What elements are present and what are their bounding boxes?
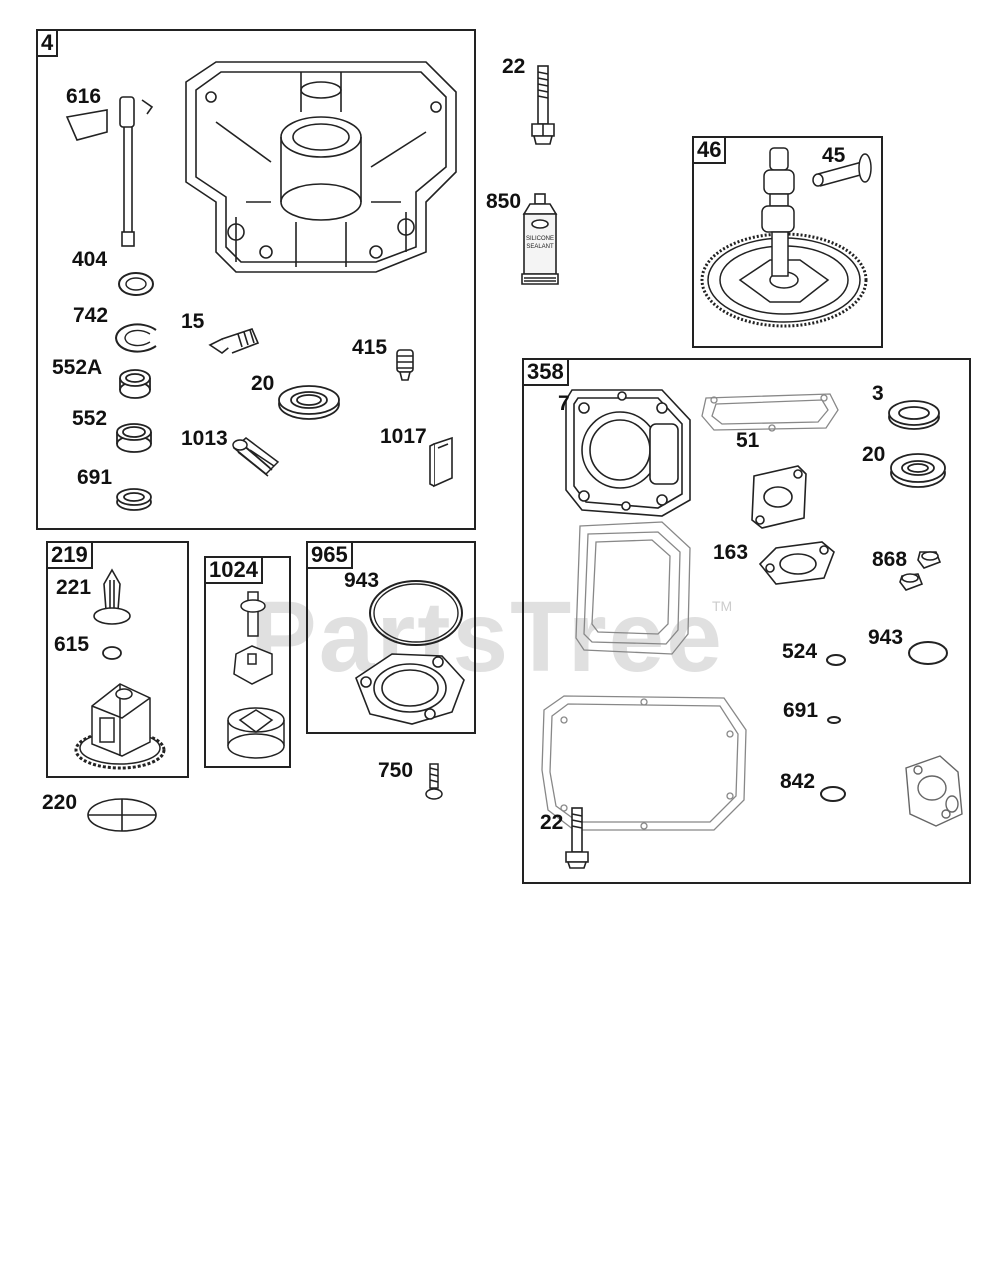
- label-552: 552: [72, 407, 108, 430]
- group-46-tag: 46: [694, 138, 727, 164]
- label-943-box: 943: [344, 569, 380, 592]
- label-221: 221: [56, 576, 92, 599]
- screw-750-drawing[interactable]: [424, 762, 444, 802]
- label-691-gasket: 691: [783, 699, 819, 722]
- gasket-51-drawing[interactable]: [748, 462, 810, 532]
- washer-220-drawing[interactable]: [84, 795, 160, 835]
- crankcase-drawing[interactable]: [176, 52, 466, 277]
- label-7: 7: [558, 392, 570, 415]
- label-868: 868: [872, 548, 908, 571]
- label-415: 415: [352, 336, 388, 359]
- group-965-tag: 965: [308, 543, 353, 569]
- seal-20-drawing[interactable]: [276, 382, 342, 422]
- label-850: 850: [486, 190, 522, 213]
- group-4-box: 4: [36, 29, 476, 530]
- seal-691-gasket-drawing[interactable]: [826, 714, 842, 726]
- o-ring-943-gasket-drawing[interactable]: [906, 638, 950, 668]
- bolt-22-top-drawing[interactable]: [530, 64, 556, 146]
- seal-20-gasket-drawing[interactable]: [888, 450, 948, 490]
- label-552a: 552A: [52, 356, 103, 379]
- seal-842-drawing[interactable]: [818, 784, 848, 804]
- label-22-top: 22: [502, 55, 526, 78]
- group-1024-box: 1024: [204, 556, 291, 768]
- o-ring-943-drawing[interactable]: [366, 578, 466, 648]
- gasket-valve-cover-drawing[interactable]: [700, 388, 840, 436]
- bolt-22-gasket-drawing[interactable]: [564, 806, 590, 870]
- flange-seal-drawing[interactable]: [352, 648, 468, 728]
- retainer-615-drawing[interactable]: [100, 644, 124, 662]
- head-gasket-7-drawing[interactable]: [562, 380, 694, 520]
- label-616: 616: [66, 85, 102, 108]
- governor-cup-221-drawing[interactable]: [92, 568, 132, 628]
- washer-404-drawing[interactable]: [116, 270, 156, 298]
- label-1017: 1017: [380, 425, 427, 448]
- label-742: 742: [73, 304, 109, 327]
- group-219-box: 219: [46, 541, 189, 778]
- e-ring-742-drawing[interactable]: [112, 322, 160, 354]
- plug-15-drawing[interactable]: [208, 325, 260, 361]
- label-404: 404: [72, 248, 108, 271]
- oil-pump-drawing[interactable]: [222, 588, 288, 760]
- label-842: 842: [780, 770, 816, 793]
- label-943-gasket: 943: [868, 626, 904, 649]
- gasket-cylinder-drawing[interactable]: [572, 518, 692, 658]
- trademark-symbol: TM: [712, 598, 733, 614]
- seal-524-drawing[interactable]: [824, 652, 848, 668]
- parts-tree-watermark: PartsTree: [250, 581, 724, 693]
- sealant-line-1: SILICONE: [526, 236, 554, 242]
- label-15: 15: [181, 310, 205, 333]
- gasket-163-drawing[interactable]: [756, 538, 836, 588]
- label-22-gasket: 22: [540, 811, 564, 834]
- spring-1013-drawing[interactable]: [230, 437, 282, 480]
- group-46-box: 46: [692, 136, 883, 348]
- seal-3-drawing[interactable]: [886, 398, 942, 432]
- label-524: 524: [782, 640, 818, 663]
- governor-gear-drawing[interactable]: [70, 678, 170, 774]
- label-220: 220: [42, 791, 78, 814]
- label-20-gasket: 20: [862, 443, 886, 466]
- group-4-tag: 4: [38, 31, 59, 57]
- crankcase-gasket-drawing[interactable]: [534, 690, 750, 836]
- seal-552-drawing[interactable]: [114, 420, 154, 454]
- label-691-crankcase: 691: [77, 466, 113, 489]
- label-3: 3: [872, 382, 884, 405]
- governor-shaft-drawing[interactable]: [62, 92, 162, 252]
- group-1024-tag: 1024: [206, 558, 263, 584]
- plug-415-drawing[interactable]: [392, 346, 418, 382]
- label-750: 750: [378, 759, 414, 782]
- label-615: 615: [54, 633, 90, 656]
- guide-1017-drawing[interactable]: [428, 434, 458, 490]
- group-358-box: 358: [522, 358, 971, 884]
- group-219-tag: 219: [48, 543, 93, 569]
- label-1013: 1013: [181, 427, 228, 450]
- camshaft-drawing[interactable]: [700, 140, 878, 340]
- seal-691-drawing[interactable]: [114, 484, 154, 514]
- sealant-line-2: SEALANT: [526, 244, 554, 250]
- label-51: 51: [736, 429, 760, 452]
- label-20-crankcase: 20: [251, 372, 275, 395]
- seals-868-drawing[interactable]: [894, 548, 944, 600]
- seal-552a-drawing[interactable]: [117, 368, 153, 400]
- label-163: 163: [713, 541, 749, 564]
- sealant-tube-850-drawing[interactable]: SILICONE SEALANT: [518, 192, 562, 288]
- group-965-box: 965: [306, 541, 476, 734]
- group-358-tag: 358: [524, 360, 569, 386]
- breather-gasket-drawing[interactable]: [900, 752, 968, 830]
- label-45: 45: [822, 144, 846, 167]
